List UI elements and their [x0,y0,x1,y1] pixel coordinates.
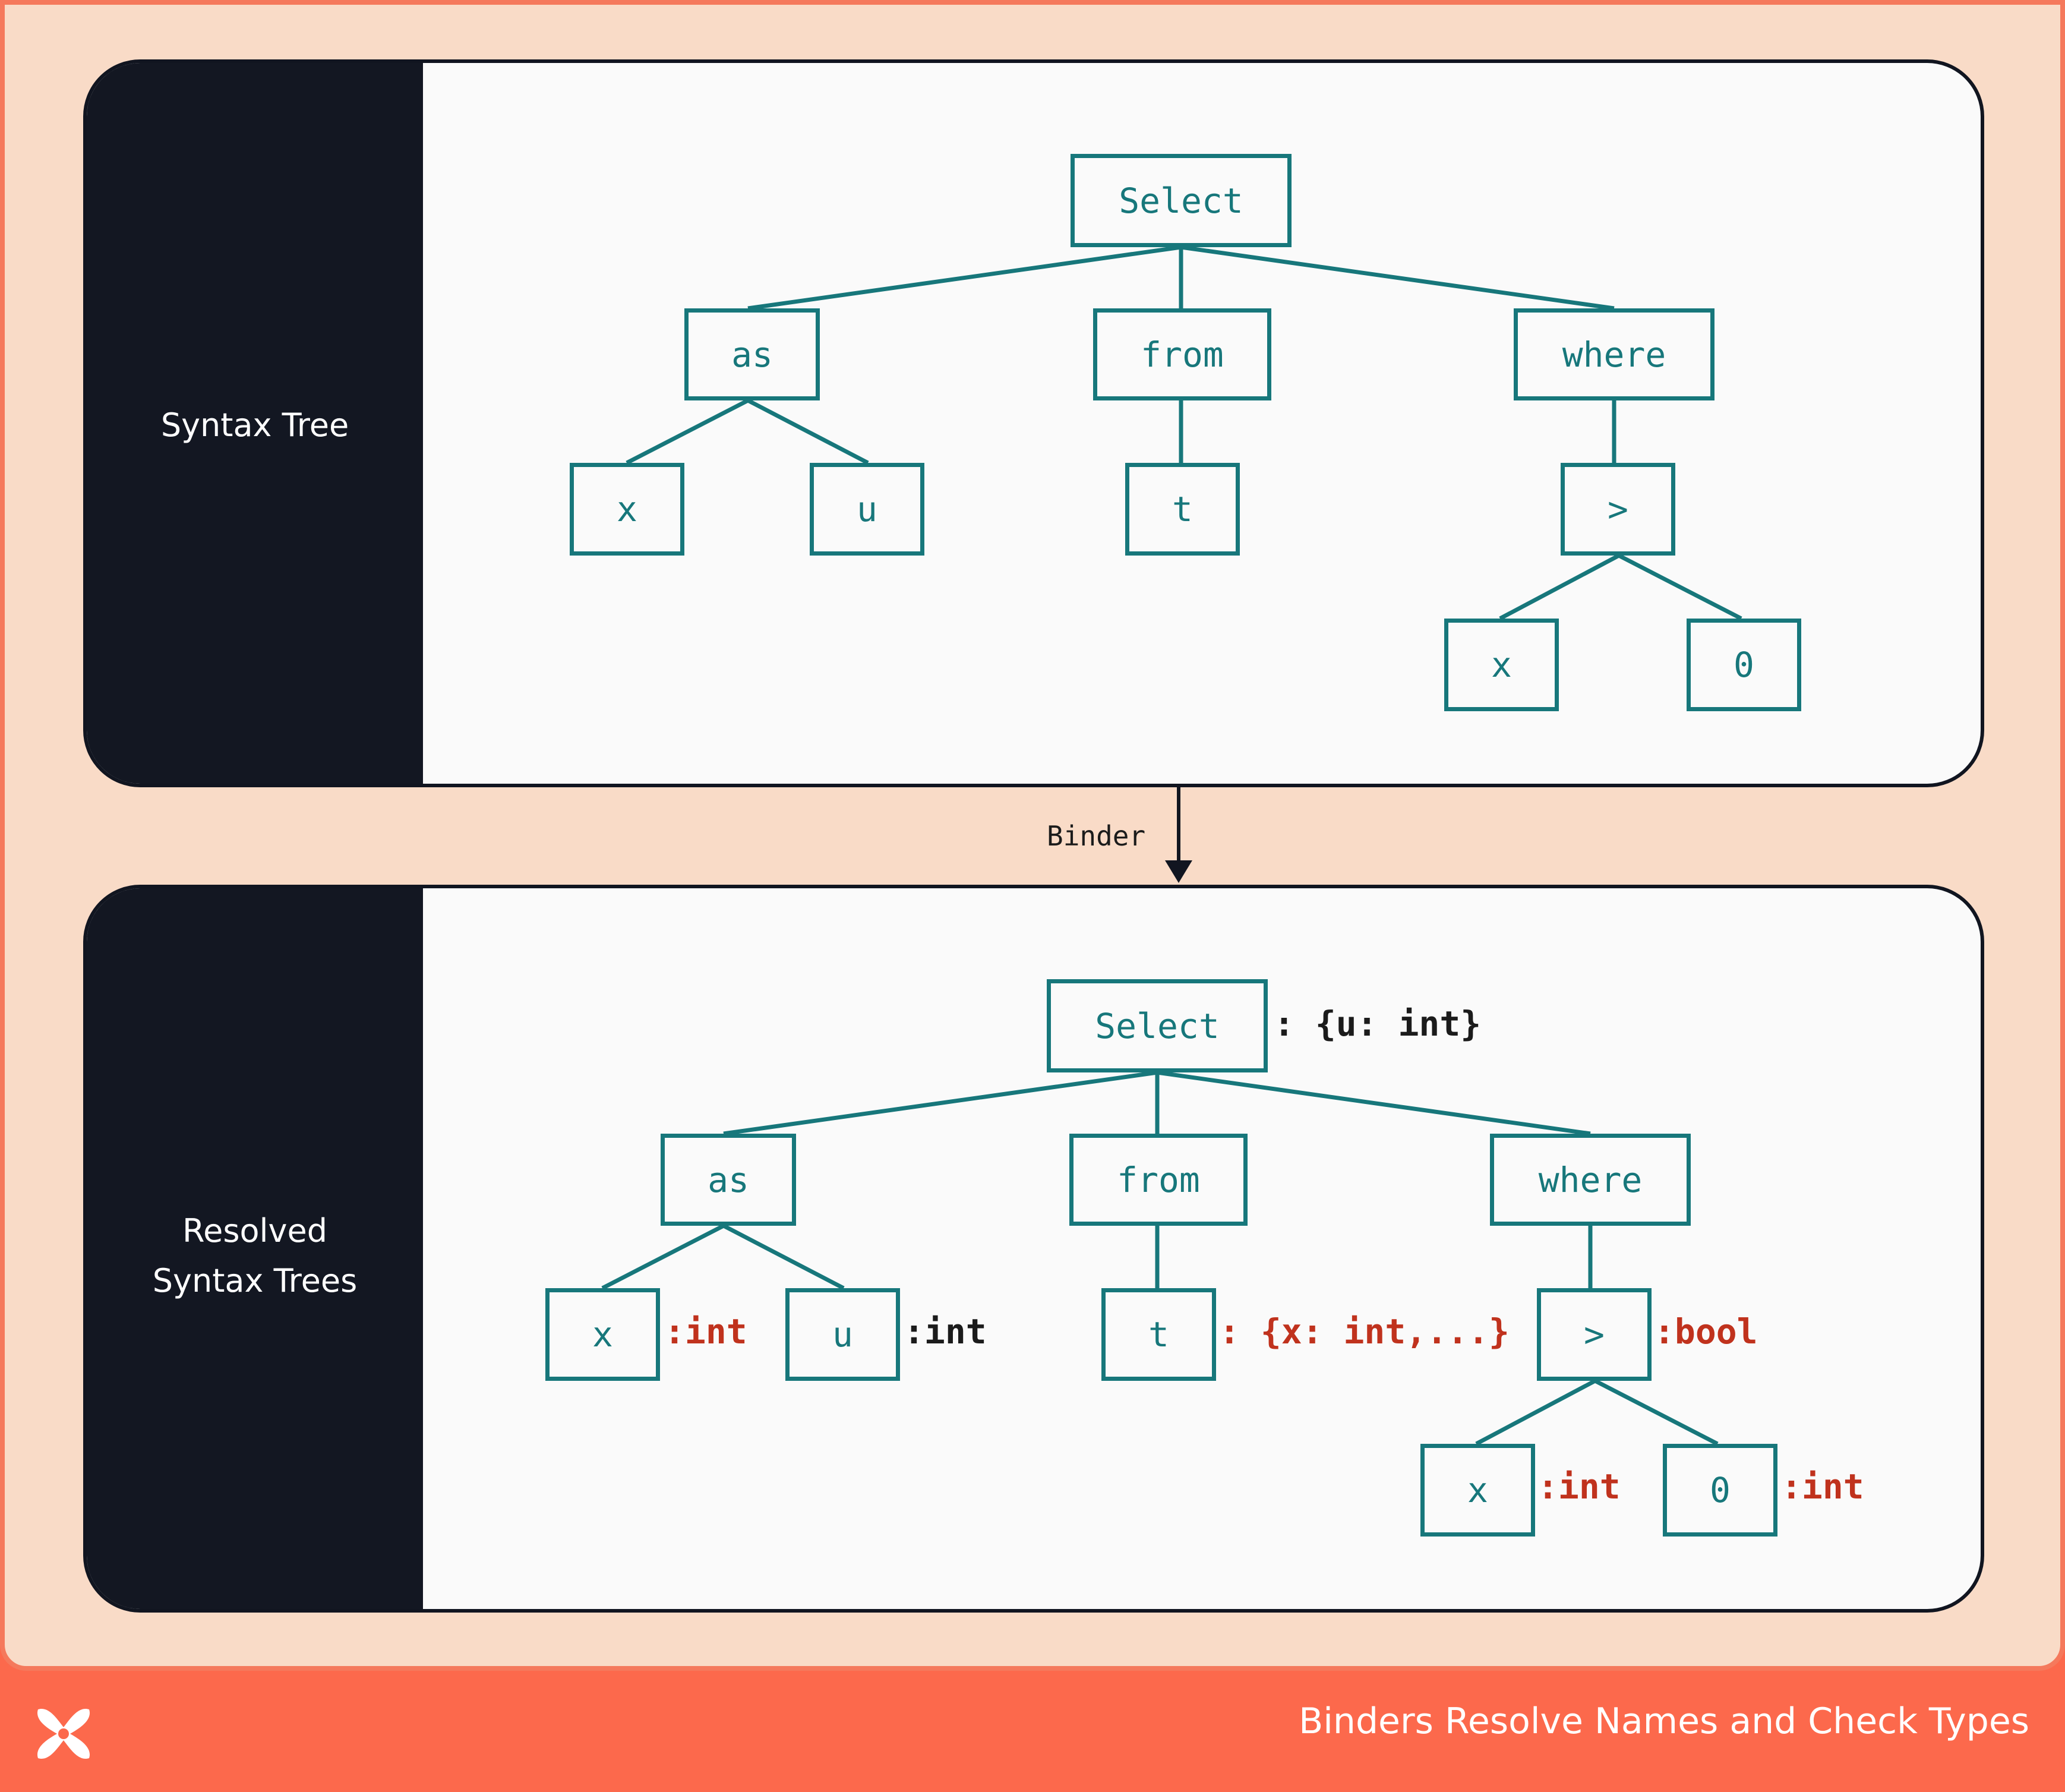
where-node: where [1490,1134,1691,1226]
u-node: u [785,1288,900,1381]
resolved-tree-edges [601,1070,1719,1446]
t-node: t [1101,1288,1216,1381]
zero-operand-type: :int [1781,1466,1864,1507]
zero-operand-node: 0 [1663,1444,1777,1537]
resolved-trees-label: Resolved Syntax Trees [87,1206,423,1306]
syntax-tree-edges [626,245,1742,621]
greater-than-type: :bool [1654,1311,1758,1352]
greater-than-node: > [1537,1288,1652,1381]
resolved-label-line2: Syntax Trees [152,1262,358,1299]
syntax-tree-label: Syntax Tree [160,406,349,444]
x-node: x [545,1288,660,1381]
x-type: :int [664,1311,747,1352]
where-node: where [1514,308,1714,400]
x-operand-node: x [1420,1444,1535,1537]
x-operand-node: x [1444,619,1559,711]
t-node: t [1125,463,1240,556]
t-type: : {x: int,...} [1219,1311,1510,1352]
select-node: Select [1047,979,1268,1072]
x-logo-icon [37,1708,90,1759]
resolved-syntax-trees-panel: Resolved Syntax Trees Select : {u: int} … [83,885,1984,1613]
u-type: :int [904,1311,987,1352]
select-node: Select [1071,154,1292,247]
footer-title: Binders Resolve Names and Check Types [1299,1700,2029,1742]
x-node: x [570,463,684,556]
syntax-tree-panel: Syntax Tree Select as from where x u t >… [83,59,1984,787]
from-node: from [1093,308,1271,400]
binder-arrow [1165,787,1192,883]
binder-label: Binder [1047,820,1146,852]
resolved-trees-sidebar: Resolved Syntax Trees [87,888,423,1609]
u-node: u [810,463,924,556]
as-node: as [684,308,820,400]
x-operand-type: :int [1537,1466,1621,1507]
zero-operand-node: 0 [1687,619,1801,711]
from-node: from [1069,1134,1248,1226]
greater-than-node: > [1561,463,1675,556]
syntax-tree-sidebar: Syntax Tree [87,63,423,784]
resolved-label-line1: Resolved [182,1212,327,1250]
as-node: as [661,1134,796,1226]
select-type: : {u: int} [1274,1004,1482,1044]
